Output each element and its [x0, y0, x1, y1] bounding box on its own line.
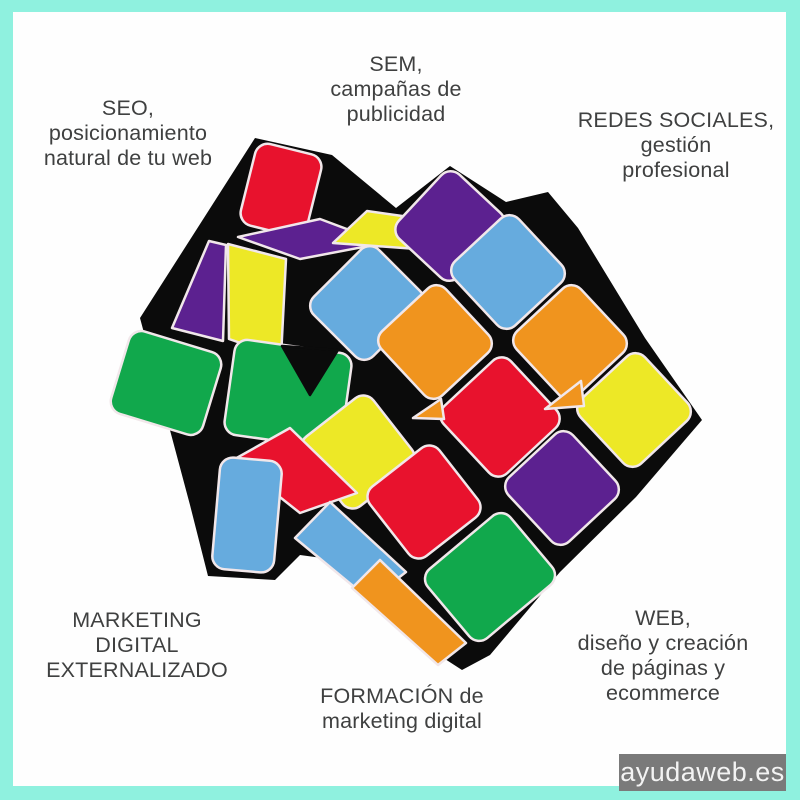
cube-sticker-purple: [170, 239, 228, 343]
label-web-line: WEB,: [635, 606, 691, 630]
cube-sticker-purple: [236, 217, 386, 261]
cube-sticker-orange: [350, 558, 468, 667]
cube-sticker-blue: [293, 500, 408, 602]
watermark-text: ayudaweb.es: [620, 757, 785, 787]
cube-sticker-yellow: [226, 242, 288, 359]
cube-sticker-orange: [376, 283, 494, 401]
cube-sticker-orange: [511, 283, 629, 401]
label-seo: SEO, posicionamiento natural de tu web: [8, 96, 248, 171]
watermark-badge: ayudaweb.es: [619, 754, 786, 791]
label-marketing-line: MARKETING: [72, 608, 202, 632]
cube-sticker-red: [366, 444, 482, 560]
label-web: WEB, diseño y creación de páginas y ecom…: [550, 606, 776, 706]
label-sem-line: publicidad: [346, 102, 446, 126]
cube-sticker-blue: [211, 456, 283, 574]
label-redes-line: profesional: [622, 158, 730, 182]
label-seo-line: SEO,: [101, 96, 155, 120]
label-formacion-line: marketing digital: [322, 709, 482, 733]
label-redes-line: REDES SOCIALES,: [577, 108, 775, 132]
label-formacion-line: FORMACIÓN de: [320, 684, 484, 708]
cube-sticker-red: [439, 356, 561, 478]
label-redes-sociales: REDES SOCIALES, gestión profesional: [553, 108, 799, 183]
cube-body-silhouette: [140, 138, 702, 670]
cube-sticker-yellow: [300, 394, 416, 510]
label-web-line: de páginas y: [600, 656, 726, 680]
cube-sticker-orange: [411, 397, 446, 421]
cube-sticker-purple: [503, 429, 621, 547]
label-sem-line: SEM,: [369, 52, 423, 76]
label-seo-line: posicionamiento: [48, 121, 208, 145]
label-sem: SEM, campañas de publicidad: [296, 52, 496, 127]
cube-sticker-red: [231, 426, 359, 515]
cube-sticker-purple: [394, 169, 506, 283]
content-area: SEO, posicionamiento natural de tu web S…: [13, 12, 786, 791]
label-web-line: ecommerce: [605, 681, 721, 705]
cube-sticker-green: [423, 511, 557, 643]
cube-sticker-black: [280, 344, 340, 397]
label-formacion: FORMACIÓN de marketing digital: [280, 684, 524, 734]
label-sem-line: campañas de: [330, 77, 462, 101]
cube-sticker-green: [223, 338, 353, 450]
cube-sticker-blue: [308, 244, 426, 362]
cube-sticker-yellow: [575, 351, 693, 469]
label-web-line: diseño y creación: [577, 631, 749, 655]
cube-sticker-red: [239, 142, 323, 238]
label-marketing-digital: MARKETING DIGITAL EXTERNALIZADO: [25, 608, 249, 683]
cube-sticker-yellow: [331, 209, 454, 251]
label-redes-line: gestión: [640, 133, 712, 157]
label-marketing-line: EXTERNALIZADO: [46, 658, 228, 682]
cube-sticker-green: [109, 329, 223, 437]
label-seo-line: natural de tu web: [43, 146, 213, 170]
cube-sticker-blue: [449, 213, 567, 331]
label-marketing-line: DIGITAL: [95, 633, 179, 657]
cube-sticker-orange: [543, 379, 586, 411]
